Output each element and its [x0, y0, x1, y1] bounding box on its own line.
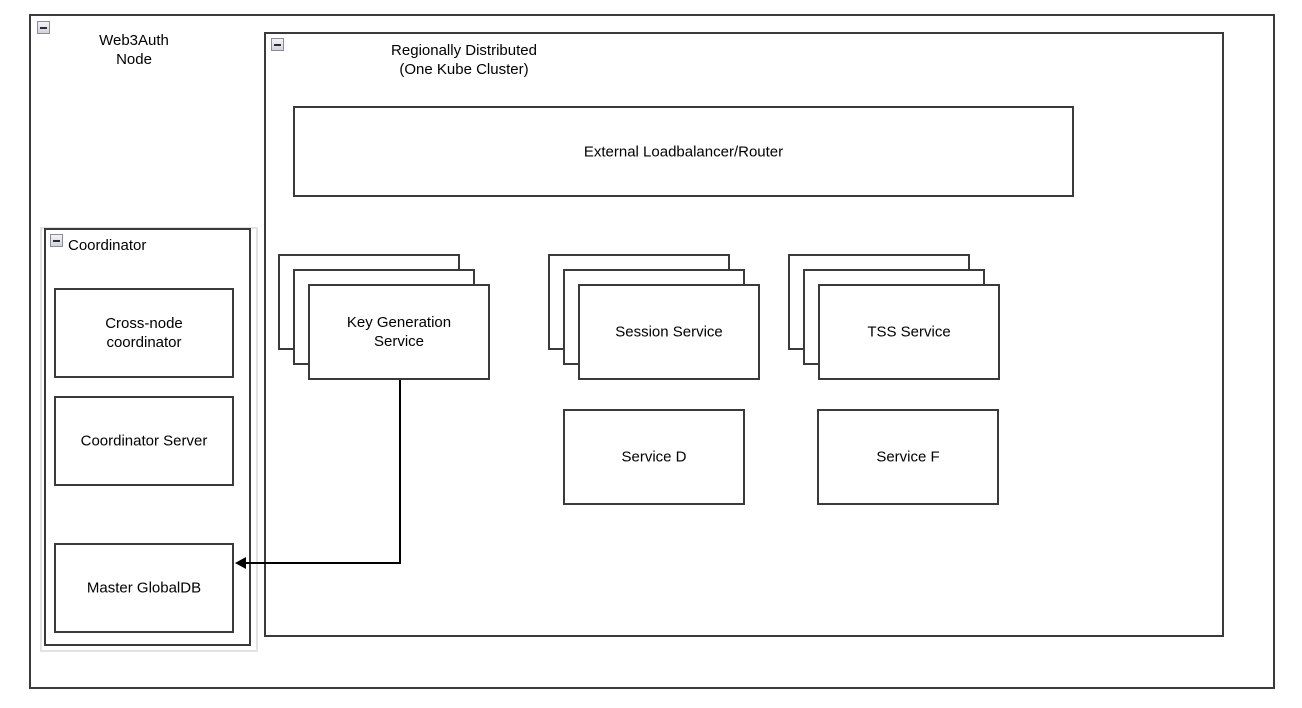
service-f-box[interactable]: Service F [817, 409, 999, 505]
external-loadbalancer-router-label: External Loadbalancer/Router [583, 143, 784, 160]
external-loadbalancer-router-box[interactable]: External Loadbalancer/Router [293, 106, 1074, 197]
key-generation-service-stack[interactable]: Key Generation Service [278, 254, 490, 380]
key-generation-service-label: Key Generation Service [346, 314, 452, 350]
service-d-box[interactable]: Service D [563, 409, 745, 505]
session-service-stack[interactable]: Session Service [548, 254, 760, 380]
coordinator-collapse-minus-icon[interactable] [50, 234, 63, 247]
tss-service-label: TSS Service [867, 323, 951, 341]
service-d-label: Service D [621, 448, 687, 466]
web3auth-node-collapse-minus-icon[interactable] [37, 21, 50, 34]
connector-segment-horizontal [246, 562, 401, 564]
connector-segment-vertical [399, 380, 401, 563]
coordinator-server-box[interactable]: Coordinator Server [54, 396, 234, 486]
tss-service-instance-1[interactable]: TSS Service [818, 284, 1000, 380]
web3auth-node-label: Web3Auth Node [99, 32, 169, 68]
key-generation-service-instance-1[interactable]: Key Generation Service [308, 284, 490, 380]
service-f-label: Service F [876, 448, 940, 466]
connector-arrow-left-icon [235, 557, 246, 569]
cross-node-coordinator-label: Cross-node coordinator [105, 315, 183, 351]
session-service-label: Session Service [615, 323, 723, 341]
master-globaldb-label: Master GlobalDB [86, 579, 202, 597]
master-globaldb-box[interactable]: Master GlobalDB [54, 543, 234, 633]
cross-node-coordinator-box[interactable]: Cross-node coordinator [54, 288, 234, 378]
session-service-instance-1[interactable]: Session Service [578, 284, 760, 380]
kube-cluster-collapse-minus-icon[interactable] [271, 38, 284, 51]
coordinator-server-label: Coordinator Server [80, 432, 208, 450]
tss-service-stack[interactable]: TSS Service [788, 254, 1000, 380]
kube-cluster-label: Regionally Distributed (One Kube Cluster… [391, 42, 537, 78]
coordinator-label: Coordinator [68, 237, 147, 254]
